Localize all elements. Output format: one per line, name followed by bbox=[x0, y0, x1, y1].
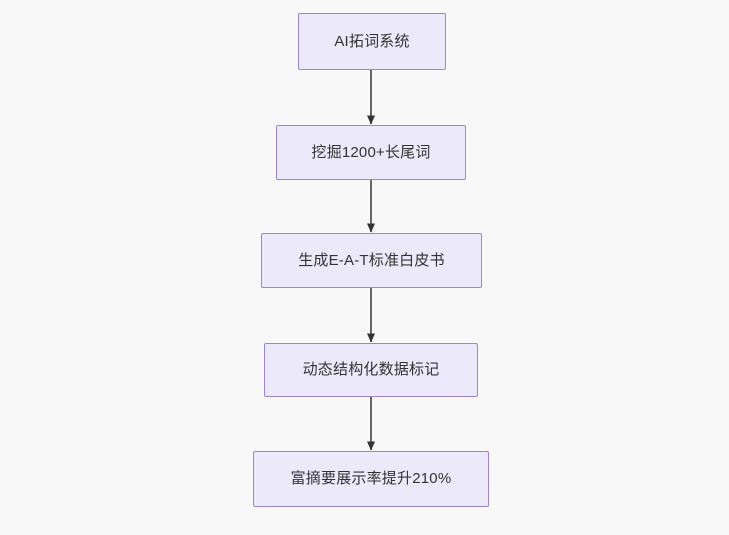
node-label: 挖掘1200+长尾词 bbox=[311, 143, 431, 161]
flowchart-node-ai-keyword-system[interactable]: AI拓词系统 bbox=[298, 13, 446, 70]
node-label: 生成E-A-T标准白皮书 bbox=[298, 251, 445, 269]
flowchart-node-rich-snippet-uplift[interactable]: 富摘要展示率提升210% bbox=[253, 451, 489, 507]
node-label: AI拓词系统 bbox=[334, 32, 410, 50]
node-label: 富摘要展示率提升210% bbox=[290, 470, 452, 487]
flowchart-node-generate-eat-whitepaper[interactable]: 生成E-A-T标准白皮书 bbox=[261, 233, 482, 288]
node-label: 动态结构化数据标记 bbox=[302, 361, 440, 378]
flowchart-node-dynamic-structured-data[interactable]: 动态结构化数据标记 bbox=[264, 343, 478, 397]
flowchart-node-mine-longtail-keywords[interactable]: 挖掘1200+长尾词 bbox=[276, 125, 466, 180]
